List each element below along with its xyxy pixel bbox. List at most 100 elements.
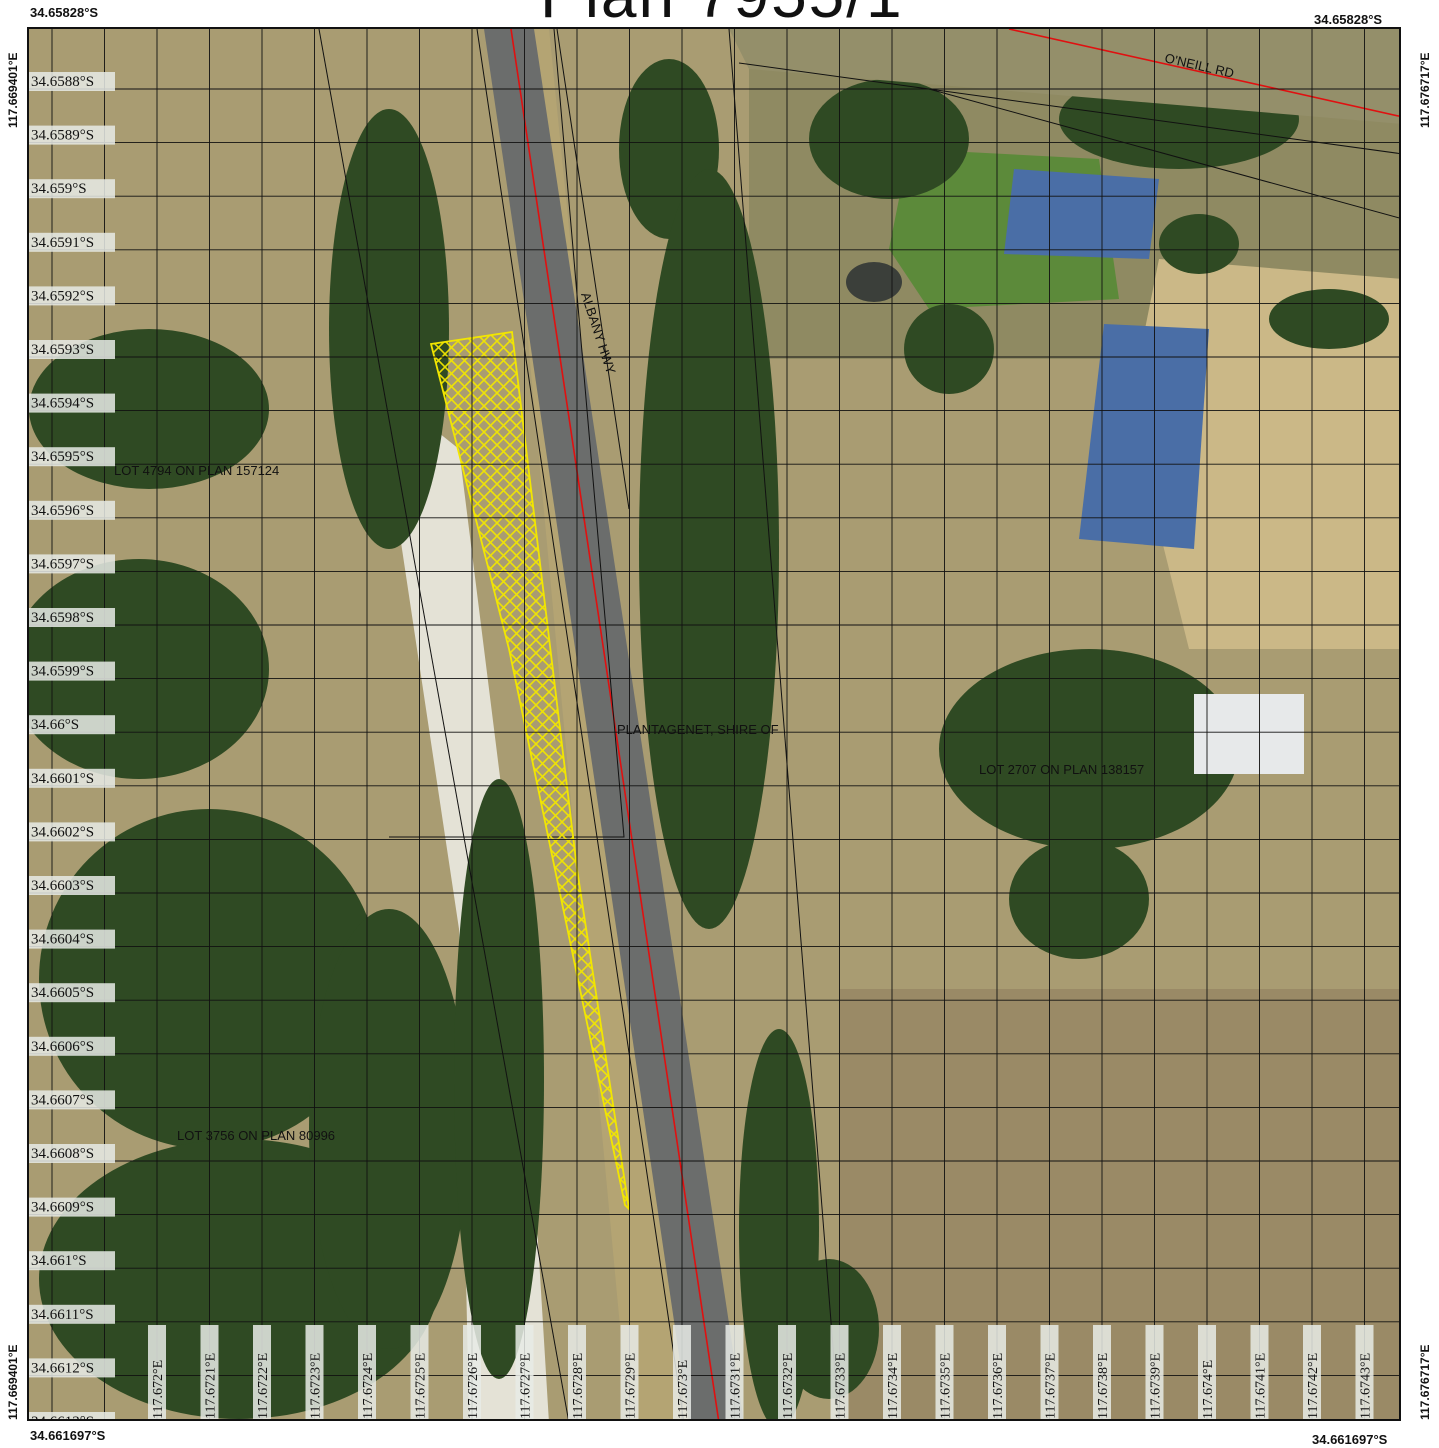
latitude-label: 34.6591°S (31, 235, 94, 251)
longitude-label-bg (1093, 1325, 1111, 1419)
label-shire: PLANTAGENET, SHIRE OF (617, 722, 779, 737)
longitude-label-bg (410, 1325, 429, 1419)
latitude-label: 34.6602°S (31, 824, 94, 840)
latitude-label-bg (29, 340, 115, 359)
longitude-label: 117.6735°E (939, 1353, 954, 1419)
shed-roof (1079, 324, 1209, 549)
corner-label-top-left: 34.65828°S (30, 5, 99, 20)
tree-cluster (904, 304, 994, 394)
corner-label-right-top: 117.676717°E (1418, 52, 1432, 128)
latitude-label-bg (29, 1036, 115, 1056)
latitude-label-bg (29, 125, 115, 145)
white-shed (1194, 694, 1304, 774)
plan-title: Plan 7955/1 (540, 0, 904, 32)
latitude-label-bg (29, 1412, 115, 1419)
longitude-label-bg (1198, 1325, 1216, 1419)
tree-cluster (639, 169, 779, 929)
latitude-label: 34.6609°S (31, 1200, 94, 1216)
latitude-label: 34.6612°S (31, 1360, 94, 1376)
latitude-label: 34.6608°S (31, 1146, 94, 1162)
longitude-label-bg (1250, 1325, 1269, 1419)
highway-centre-red (510, 29, 720, 1419)
longitude-label-bg (515, 1325, 534, 1419)
longitude-label: 117.6728°E (571, 1353, 586, 1419)
longitude-label: 117.6725°E (414, 1353, 429, 1419)
longitude-label: 117.6724°E (361, 1353, 376, 1419)
longitude-label: 117.674°E (1201, 1360, 1216, 1419)
tree-cluster (1159, 214, 1239, 274)
longitude-label: 117.6743°E (1359, 1353, 1374, 1419)
longitude-label-bg (830, 1325, 849, 1419)
latitude-label: 34.6613°S (31, 1414, 94, 1421)
latitude-label-bg (29, 608, 115, 627)
corner-label-bottom-right: 34.661697°S (1312, 1432, 1388, 1447)
corner-label-right-bottom: 117.676717°E (1418, 1344, 1432, 1420)
latitude-label-bg (29, 286, 115, 306)
latitude-label-bg (29, 1197, 115, 1217)
latitude-label: 34.6592°S (31, 288, 94, 304)
longitude-label-bg (148, 1325, 166, 1419)
corner-label-bottom-left: 34.661697°S (30, 1428, 106, 1443)
longitude-label: 117.6737°E (1044, 1353, 1059, 1419)
vegetation (29, 59, 1389, 1419)
longitude-label-bg (620, 1325, 639, 1419)
longitude-label: 117.6742°E (1306, 1353, 1321, 1419)
longitude-label-bg (778, 1325, 796, 1419)
corner-label-left-top: 117.669401°E (6, 52, 20, 128)
longitude-label-bg (1040, 1325, 1059, 1419)
map-canvas[interactable]: ALBANY HWY O'NEILL RD PLANTAGENET, SHIRE… (29, 29, 1401, 1421)
highway-edge (556, 29, 630, 510)
longitude-label-bg (200, 1325, 219, 1419)
longitude-label: 117.6726°E (466, 1353, 481, 1419)
longitude-label: 117.6727°E (519, 1353, 534, 1419)
longitude-label-bg (463, 1325, 481, 1419)
corner-label-top-right: 34.65828°S (1314, 12, 1383, 27)
latitude-label-bg (29, 179, 115, 199)
oneill-road-boundary (738, 62, 1399, 154)
tree-cluster (454, 779, 544, 1379)
longitude-label-bg (1355, 1325, 1374, 1419)
latitude-label: 34.6606°S (31, 1039, 94, 1055)
longitude-label: 117.6741°E (1254, 1353, 1269, 1419)
latitude-label: 34.6593°S (31, 342, 94, 358)
latitude-label: 34.6611°S (31, 1307, 94, 1323)
lot-boundary (728, 29, 840, 1419)
latitude-label-bg (29, 72, 115, 91)
latitude-label-bg (29, 554, 115, 574)
tree-cluster (1269, 289, 1389, 349)
latitude-label: 34.66°S (31, 717, 79, 733)
latitude-label: 34.659°S (31, 181, 87, 197)
latitude-label-bg (29, 1090, 115, 1110)
latitude-label-bg (29, 661, 115, 681)
tree-cluster (809, 79, 969, 199)
longitude-label: 117.673°E (676, 1360, 691, 1419)
latitude-labels: 34.6588°S34.6589°S34.659°S34.6591°S34.65… (29, 72, 115, 1421)
latitude-label-bg (29, 1304, 115, 1324)
oneill-road (729, 29, 1399, 124)
coordinate-grid (29, 29, 1399, 1419)
longitude-label: 117.6721°E (204, 1353, 219, 1419)
latitude-label-bg (29, 768, 115, 788)
latitude-label-bg (29, 822, 115, 842)
latitude-label-bg (29, 1358, 115, 1378)
longitude-label-bg (358, 1325, 376, 1419)
longitude-label: 117.6739°E (1149, 1353, 1164, 1419)
latitude-label: 34.661°S (31, 1253, 87, 1269)
label-lot-4794: LOT 4794 ON PLAN 157124 (114, 463, 279, 478)
latitude-label: 34.6599°S (31, 664, 94, 680)
latitude-label-bg (29, 715, 115, 735)
latitude-label-bg (29, 393, 115, 413)
longitude-label-bg (935, 1325, 954, 1419)
tree-cluster (1009, 839, 1149, 959)
latitude-label: 34.6595°S (31, 449, 94, 465)
longitude-label-bg (673, 1325, 691, 1419)
longitude-label: 117.6738°E (1096, 1353, 1111, 1419)
highway-edge (476, 29, 684, 1419)
longitude-label-bg (253, 1325, 271, 1419)
longitude-label-bg (725, 1325, 744, 1419)
aerial-map[interactable]: ALBANY HWY O'NEILL RD PLANTAGENET, SHIRE… (27, 27, 1401, 1421)
latitude-label-bg (29, 447, 115, 467)
longitude-label-bg (988, 1325, 1006, 1419)
tree-cluster (939, 649, 1239, 849)
